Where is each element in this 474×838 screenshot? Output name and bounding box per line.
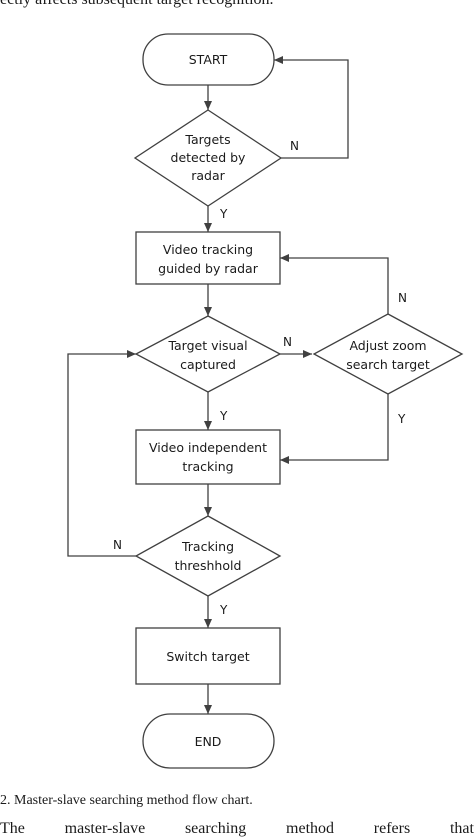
figure-caption: 2. Master-slave searching method flow ch…	[0, 793, 253, 808]
decision-adjust-zoom: Adjust zoom search target	[312, 313, 464, 395]
edge-threshold-no-loop	[67, 350, 136, 557]
end-node: END	[142, 713, 275, 769]
edge-detected-no-loop	[274, 56, 349, 159]
word: searching	[184, 820, 247, 837]
decision-target-visual-captured: Target visual captured	[134, 315, 282, 393]
independent-line1: Video independent	[149, 440, 267, 455]
adjust-line1: Adjust zoom	[349, 338, 426, 353]
edge-adjust-no-to-video	[280, 254, 389, 314]
word: The	[0, 820, 25, 837]
label-captured-no: N	[283, 335, 292, 349]
label-threshold-yes: Y	[219, 603, 228, 617]
threshold-line1: Tracking	[181, 539, 234, 554]
word: refers	[373, 820, 411, 837]
word: method	[286, 820, 335, 837]
label-adjust-yes: Y	[397, 412, 406, 426]
decision-tracking-threshold: Tracking threshhold	[134, 515, 282, 597]
end-label: END	[195, 734, 222, 749]
start-node: START	[142, 33, 275, 86]
preceding-paragraph-text: ectly affects subsequent target recognit…	[0, 0, 274, 9]
label-adjust-no: N	[398, 291, 407, 305]
decision-targets-detected: Targets detected by radar	[133, 109, 283, 207]
video-tracking-line1: Video tracking	[163, 242, 253, 257]
start-label: START	[189, 52, 228, 67]
independent-line2: tracking	[182, 459, 233, 474]
connectors	[67, 56, 389, 714]
word: master-slave	[64, 820, 146, 837]
process-switch-target: Switch target	[135, 627, 281, 685]
label-captured-yes: Y	[219, 409, 228, 423]
adjust-line2: search target	[346, 357, 430, 372]
captured-line1: Target visual	[167, 338, 247, 353]
captured-line2: captured	[180, 357, 236, 372]
edge-adjust-yes-to-independent	[280, 394, 389, 464]
detected-label-line3: radar	[191, 168, 225, 183]
label-detected-no: N	[290, 139, 299, 153]
following-paragraph-text: The master-slave searching method refers…	[0, 820, 474, 838]
threshold-line2: threshhold	[175, 558, 242, 573]
process-video-independent: Video independent tracking	[135, 429, 281, 485]
video-tracking-line2: guided by radar	[158, 261, 259, 276]
detected-label-line1: Targets	[184, 132, 230, 147]
label-threshold-no: N	[113, 538, 122, 552]
switch-label: Switch target	[166, 649, 249, 664]
label-detected-yes: Y	[219, 207, 228, 221]
word: that	[449, 820, 474, 837]
process-video-tracking: Video tracking guided by radar	[135, 231, 281, 285]
detected-label-line2: detected by	[171, 150, 247, 165]
edge-labels: N Y N Y N Y N Y	[113, 139, 407, 617]
